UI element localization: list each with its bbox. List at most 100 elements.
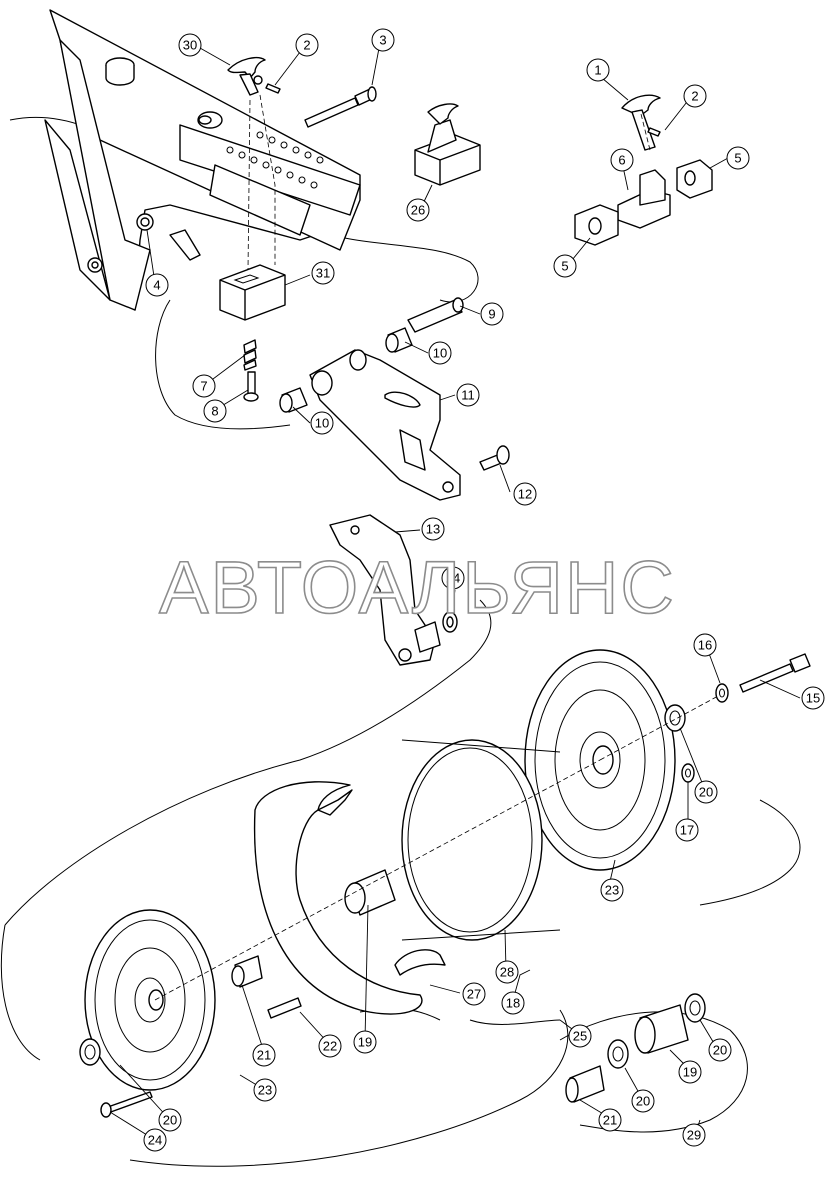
svg-text:27: 27 (467, 987, 481, 1002)
svg-text:4: 4 (153, 278, 160, 293)
spring-7 (243, 339, 257, 371)
pin-2 (265, 83, 281, 94)
pin-8 (243, 371, 259, 402)
callout-21: 21 (252, 1043, 276, 1067)
callout-20: 20 (708, 1038, 732, 1062)
svg-text:9: 9 (488, 307, 495, 322)
handle-30 (227, 57, 266, 96)
svg-text:8: 8 (211, 404, 218, 419)
svg-text:29: 29 (687, 1128, 701, 1143)
callout-10: 10 (428, 341, 452, 365)
callout-11: 11 (456, 383, 480, 407)
svg-text:24: 24 (148, 1133, 162, 1148)
detail-group-bottom-right (565, 993, 706, 1103)
svg-text:7: 7 (200, 379, 207, 394)
callout-23: 23 (600, 878, 624, 902)
svg-text:19: 19 (683, 1065, 697, 1080)
callout-30: 30 (178, 33, 202, 57)
svg-text:23: 23 (258, 1083, 272, 1098)
plate-13 (329, 514, 441, 666)
callout-20: 20 (631, 1089, 655, 1113)
callout-3: 3 (371, 28, 395, 52)
svg-text:2: 2 (303, 38, 310, 53)
callout-24: 24 (143, 1128, 167, 1152)
nut-17 (681, 763, 695, 783)
callout-20: 20 (694, 780, 718, 804)
svg-text:10: 10 (433, 346, 447, 361)
callout-5: 5 (726, 146, 750, 170)
svg-text:5: 5 (734, 151, 741, 166)
svg-text:15: 15 (806, 691, 820, 706)
callout-4: 4 (145, 273, 169, 297)
callout-6: 6 (610, 148, 634, 172)
svg-text:30: 30 (183, 38, 197, 53)
svg-text:26: 26 (411, 203, 425, 218)
svg-text:16: 16 (698, 638, 712, 653)
spacer-22 (267, 997, 302, 1019)
axle-19 (344, 869, 396, 916)
clip-assembly-26 (414, 103, 481, 186)
callout-12: 12 (513, 482, 537, 506)
bushing-10-lower (279, 387, 308, 413)
hardware-group-top-right (574, 94, 713, 246)
svg-text:21: 21 (603, 1113, 617, 1128)
lever-11 (309, 349, 461, 501)
svg-text:31: 31 (316, 266, 330, 281)
washer-16 (715, 683, 729, 703)
group-outline-curves (0, 116, 801, 1167)
block-31 (219, 264, 286, 321)
callout-21: 21 (598, 1108, 622, 1132)
assembly-centerlines (154, 94, 721, 1001)
callout-balloons: 30 2 3 1 2 6 5 5 26 4 31 9 10 7 8 11 10 … (143, 28, 825, 1152)
callout-26: 26 (406, 198, 430, 222)
svg-text:22: 22 (323, 1039, 337, 1054)
frame-bracket (44, 9, 361, 311)
svg-text:1: 1 (594, 63, 601, 78)
svg-text:28: 28 (500, 965, 514, 980)
bushing-10-upper (385, 327, 413, 353)
callout-8: 8 (203, 399, 227, 423)
callout-10: 10 (310, 411, 334, 435)
callout-16: 16 (693, 633, 717, 657)
svg-text:20: 20 (636, 1094, 650, 1109)
svg-text:12: 12 (518, 487, 532, 502)
svg-text:23: 23 (605, 883, 619, 898)
svg-text:20: 20 (163, 1113, 177, 1128)
bolt-24 (100, 1091, 153, 1118)
svg-text:20: 20 (699, 785, 713, 800)
callout-2: 2 (683, 84, 707, 108)
callout-22: 22 (318, 1034, 342, 1058)
tire-28 (401, 739, 561, 941)
callout-5: 5 (553, 254, 577, 278)
wheel-hub-left-23 (84, 909, 216, 1091)
svg-text:17: 17 (680, 823, 694, 838)
bolt-3 (304, 86, 377, 128)
svg-text:25: 25 (573, 1029, 587, 1044)
callout-1: 1 (586, 58, 610, 82)
svg-text:13: 13 (426, 522, 440, 537)
spacer-21 (231, 955, 263, 988)
callout-25: 25 (568, 1024, 592, 1048)
callout-15: 15 (801, 686, 825, 710)
svg-text:14: 14 (446, 571, 460, 586)
svg-text:5: 5 (561, 259, 568, 274)
svg-text:20: 20 (713, 1043, 727, 1058)
bushing-14 (442, 611, 458, 633)
callout-23: 23 (253, 1078, 277, 1102)
callout-20: 20 (158, 1108, 182, 1132)
svg-text:10: 10 (315, 416, 329, 431)
callout-28: 28 (495, 960, 519, 984)
callout-31: 31 (311, 261, 335, 285)
callout-14: 14 (441, 566, 465, 590)
svg-text:3: 3 (379, 33, 386, 48)
callout-19: 19 (353, 1030, 377, 1054)
svg-text:21: 21 (257, 1048, 271, 1063)
svg-text:18: 18 (506, 996, 520, 1011)
callout-27: 27 (462, 982, 486, 1006)
callout-7: 7 (192, 374, 216, 398)
screw-12 (479, 445, 510, 471)
bearing-20-left (79, 1038, 101, 1066)
svg-text:19: 19 (358, 1035, 372, 1050)
svg-text:6: 6 (618, 153, 625, 168)
